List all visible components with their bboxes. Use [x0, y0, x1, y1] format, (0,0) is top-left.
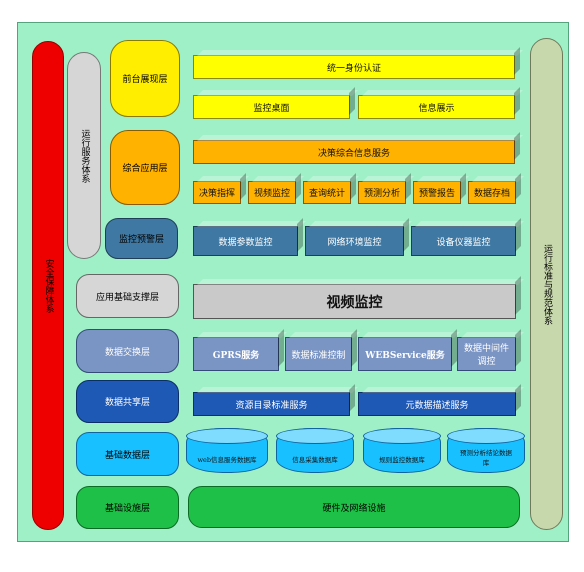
front-layer-label: 前台展现层	[110, 40, 180, 117]
integrated-item: 数据存档	[468, 181, 516, 204]
database-label: 信息采集数据库	[292, 456, 338, 464]
data-exchange-layer-label: 数据交换层	[76, 329, 179, 373]
database-cylinder-cap	[186, 428, 268, 444]
integrated-item: 预测分析	[358, 181, 406, 204]
unified-auth-box: 统一身份认证	[193, 55, 515, 79]
integrated-item: 决策指挥	[193, 181, 241, 204]
database-label: web信息服务数据库	[197, 456, 257, 464]
monitor-item: 数据参数监控	[193, 226, 298, 256]
database-cylinder: 预测分析结论数据库	[447, 428, 525, 473]
exchange-item: GPRS服务	[193, 337, 279, 371]
video-monitor-box: 视频监控	[193, 284, 516, 319]
standards-system-label: 运行标准与规范体系	[542, 243, 552, 325]
database-cylinder-cap	[276, 428, 354, 444]
data-share-layer-label: 数据共享层	[76, 380, 179, 423]
hardware-network-box: 硬件及网络设施	[188, 486, 520, 528]
infrastructure-layer-label: 基础设施层	[76, 486, 179, 529]
operation-service-bar: 运行服务体系	[67, 52, 101, 259]
security-system-label: 安全保障体系	[43, 258, 54, 313]
decision-info-service-box: 决策综合信息服务	[193, 140, 515, 164]
app-support-layer-label: 应用基础支撑层	[76, 274, 179, 318]
base-data-layer-label: 基础数据层	[76, 432, 179, 476]
integrated-item: 查询统计	[303, 181, 351, 204]
monitor-desktop-box: 监控桌面	[193, 95, 350, 119]
monitor-item: 设备仪器监控	[411, 226, 516, 256]
exchange-item: 数据中间件调控	[457, 337, 516, 371]
standards-system-bar: 运行标准与规范体系	[530, 38, 563, 530]
exchange-item: WEBService服务	[358, 337, 452, 371]
database-cylinder-cap	[363, 428, 441, 444]
database-cylinder-cap	[447, 428, 525, 444]
monitor-item: 网络环境监控	[305, 226, 404, 256]
database-label: 预测分析结论数据库	[460, 449, 512, 467]
security-system-bar: 安全保障体系	[32, 41, 64, 530]
integrated-app-layer-label: 综合应用层	[110, 130, 180, 205]
database-cylinder: 信息采集数据库	[276, 428, 354, 473]
monitor-alert-layer-label: 监控预警层	[105, 218, 178, 259]
integrated-item: 视频监控	[248, 181, 296, 204]
info-display-box: 信息展示	[358, 95, 515, 119]
exchange-item: 数据标准控制	[285, 337, 352, 371]
database-cylinder: 规则监控数据库	[363, 428, 441, 473]
database-label: 规则监控数据库	[379, 456, 425, 464]
share-item: 元数据描述服务	[358, 392, 516, 416]
operation-service-label: 运行服务体系	[79, 128, 90, 183]
share-item: 资源目录标准服务	[193, 392, 350, 416]
integrated-item: 预警报告	[413, 181, 461, 204]
database-cylinder: web信息服务数据库	[186, 428, 268, 473]
